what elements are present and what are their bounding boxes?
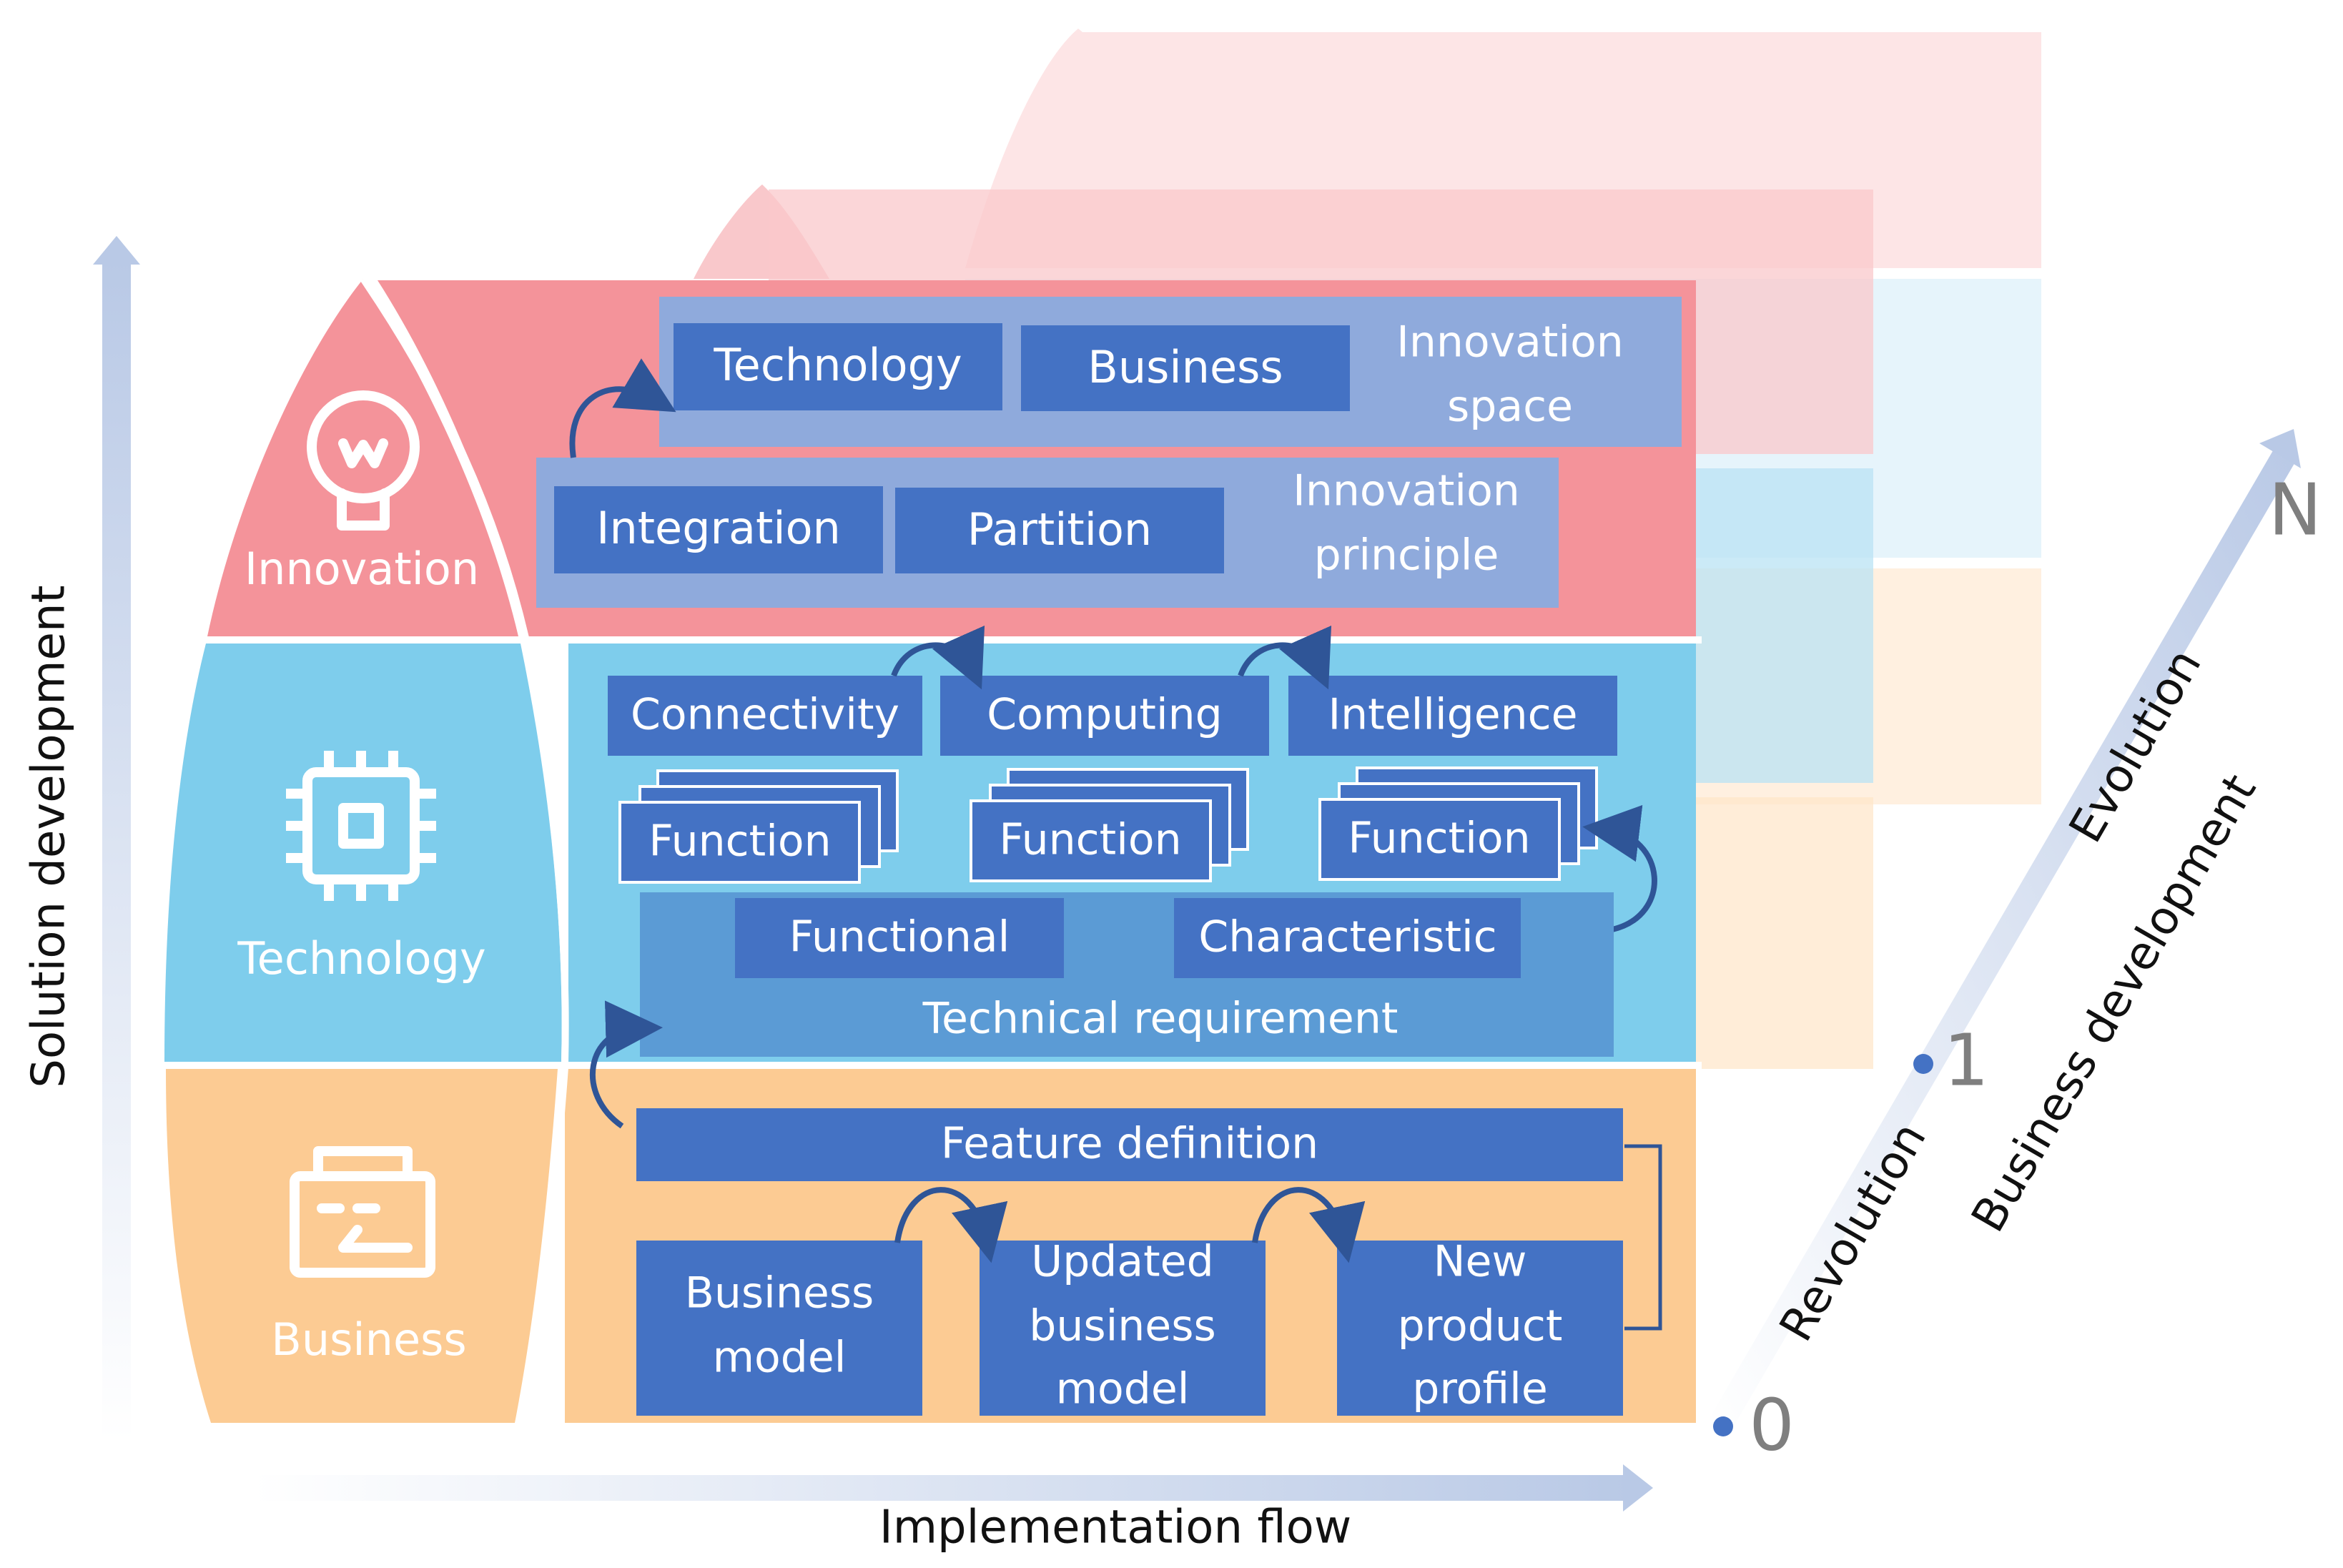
function-text-3: Function <box>1348 814 1530 864</box>
technology-label: Technology <box>237 932 485 985</box>
business-development-label: Business development <box>1962 766 2266 1241</box>
technical-requirement-panel: Functional Characteristic Technical requ… <box>640 892 1614 1057</box>
curved-arrow <box>569 358 676 458</box>
innovation-principle-label: Innovation <box>1293 466 1520 516</box>
integration-text: Integration <box>596 502 841 554</box>
diagonal-axis-arrow <box>1709 429 2301 1432</box>
bracket-connector <box>1624 1144 1662 1331</box>
chip-icon <box>286 751 436 901</box>
curved-arrow <box>1238 625 1331 690</box>
business-space-box <box>1021 325 1350 411</box>
function-stack-3 <box>1318 766 1598 881</box>
functional-box <box>735 898 1064 978</box>
function-stack-2 <box>970 768 1249 882</box>
curved-arrow <box>894 1187 1008 1263</box>
function-text-1: Function <box>648 817 831 867</box>
connectivity-text: Connectivity <box>631 690 899 740</box>
technical-requirement-label: Technical requirement <box>922 994 1399 1044</box>
curved-arrow <box>1582 804 1657 932</box>
innovation-space-label: Innovation <box>1396 317 1624 368</box>
wallet-icon <box>290 1146 435 1278</box>
curved-arrow <box>589 1000 663 1129</box>
innovation-space-label-2: space <box>1447 382 1573 432</box>
business-model-text-1: Business <box>685 1268 874 1318</box>
lightbulb-icon <box>307 390 420 531</box>
vertical-axis-arrow <box>93 236 140 1441</box>
mark-N: N <box>2269 468 2322 551</box>
horizontal-axis-label: Implementation flow <box>879 1502 1351 1554</box>
computing-box <box>940 676 1269 756</box>
partition-text: Partition <box>967 503 1152 556</box>
partition-box <box>895 488 1224 573</box>
business-model-box: Business model <box>636 1241 922 1416</box>
connectivity-box <box>608 676 922 756</box>
business-label: Business <box>271 1313 466 1366</box>
characteristic-box <box>1174 898 1521 978</box>
revolution-label: Revolution <box>1770 1114 1937 1351</box>
intelligence-box <box>1288 676 1617 756</box>
curved-arrow <box>1252 1187 1366 1263</box>
business-space-text: Business <box>1087 341 1283 393</box>
feature-definition-bar: Feature definition <box>636 1108 1623 1181</box>
mark-1: 1 <box>1943 1018 1989 1102</box>
curved-arrow <box>891 625 985 690</box>
mark-dot-1 <box>1913 1054 1933 1074</box>
technology-top-row: Connectivity Computing Intelligence <box>608 676 1617 756</box>
mark-dot-0 <box>1713 1416 1733 1436</box>
new-product-profile-text-1: New <box>1434 1237 1527 1287</box>
integration-box <box>554 486 883 573</box>
technology-space-text: Technology <box>713 339 962 391</box>
intelligence-text: Intelligence <box>1328 690 1577 740</box>
innovation-space-panel: Technology Business Innovation space <box>659 297 1682 447</box>
vertical-axis-label: Solution development <box>23 585 76 1088</box>
innovation-principle-panel: Integration Partition Innovation princip… <box>536 458 1559 608</box>
technology-space-box <box>674 323 1002 410</box>
computing-text: Computing <box>987 690 1222 740</box>
functional-text: Functional <box>789 912 1010 962</box>
function-stack-1 <box>618 769 899 884</box>
updated-business-model-text-3: model <box>1056 1364 1190 1414</box>
horizontal-axis-arrow <box>254 1464 1653 1512</box>
new-product-profile-text-3: profile <box>1412 1364 1548 1414</box>
innovation-principle-label-2: principle <box>1314 531 1499 581</box>
feature-definition-text: Feature definition <box>941 1119 1318 1169</box>
mark-0: 0 <box>1749 1383 1795 1466</box>
layer-divider <box>157 1062 1702 1069</box>
new-product-profile-text-2: product <box>1398 1301 1563 1351</box>
new-product-profile-box: New product profile <box>1337 1237 1623 1416</box>
updated-business-model-text-2: business <box>1029 1301 1216 1351</box>
updated-business-model-box: Updated business model <box>980 1237 1266 1416</box>
function-text-2: Function <box>999 815 1181 865</box>
innovation-label: Innovation <box>245 543 479 595</box>
characteristic-text: Characteristic <box>1198 912 1496 962</box>
layer-divider <box>157 636 1702 644</box>
updated-business-model-text-1: Updated <box>1031 1237 1213 1287</box>
business-model-text-2: model <box>713 1333 847 1383</box>
